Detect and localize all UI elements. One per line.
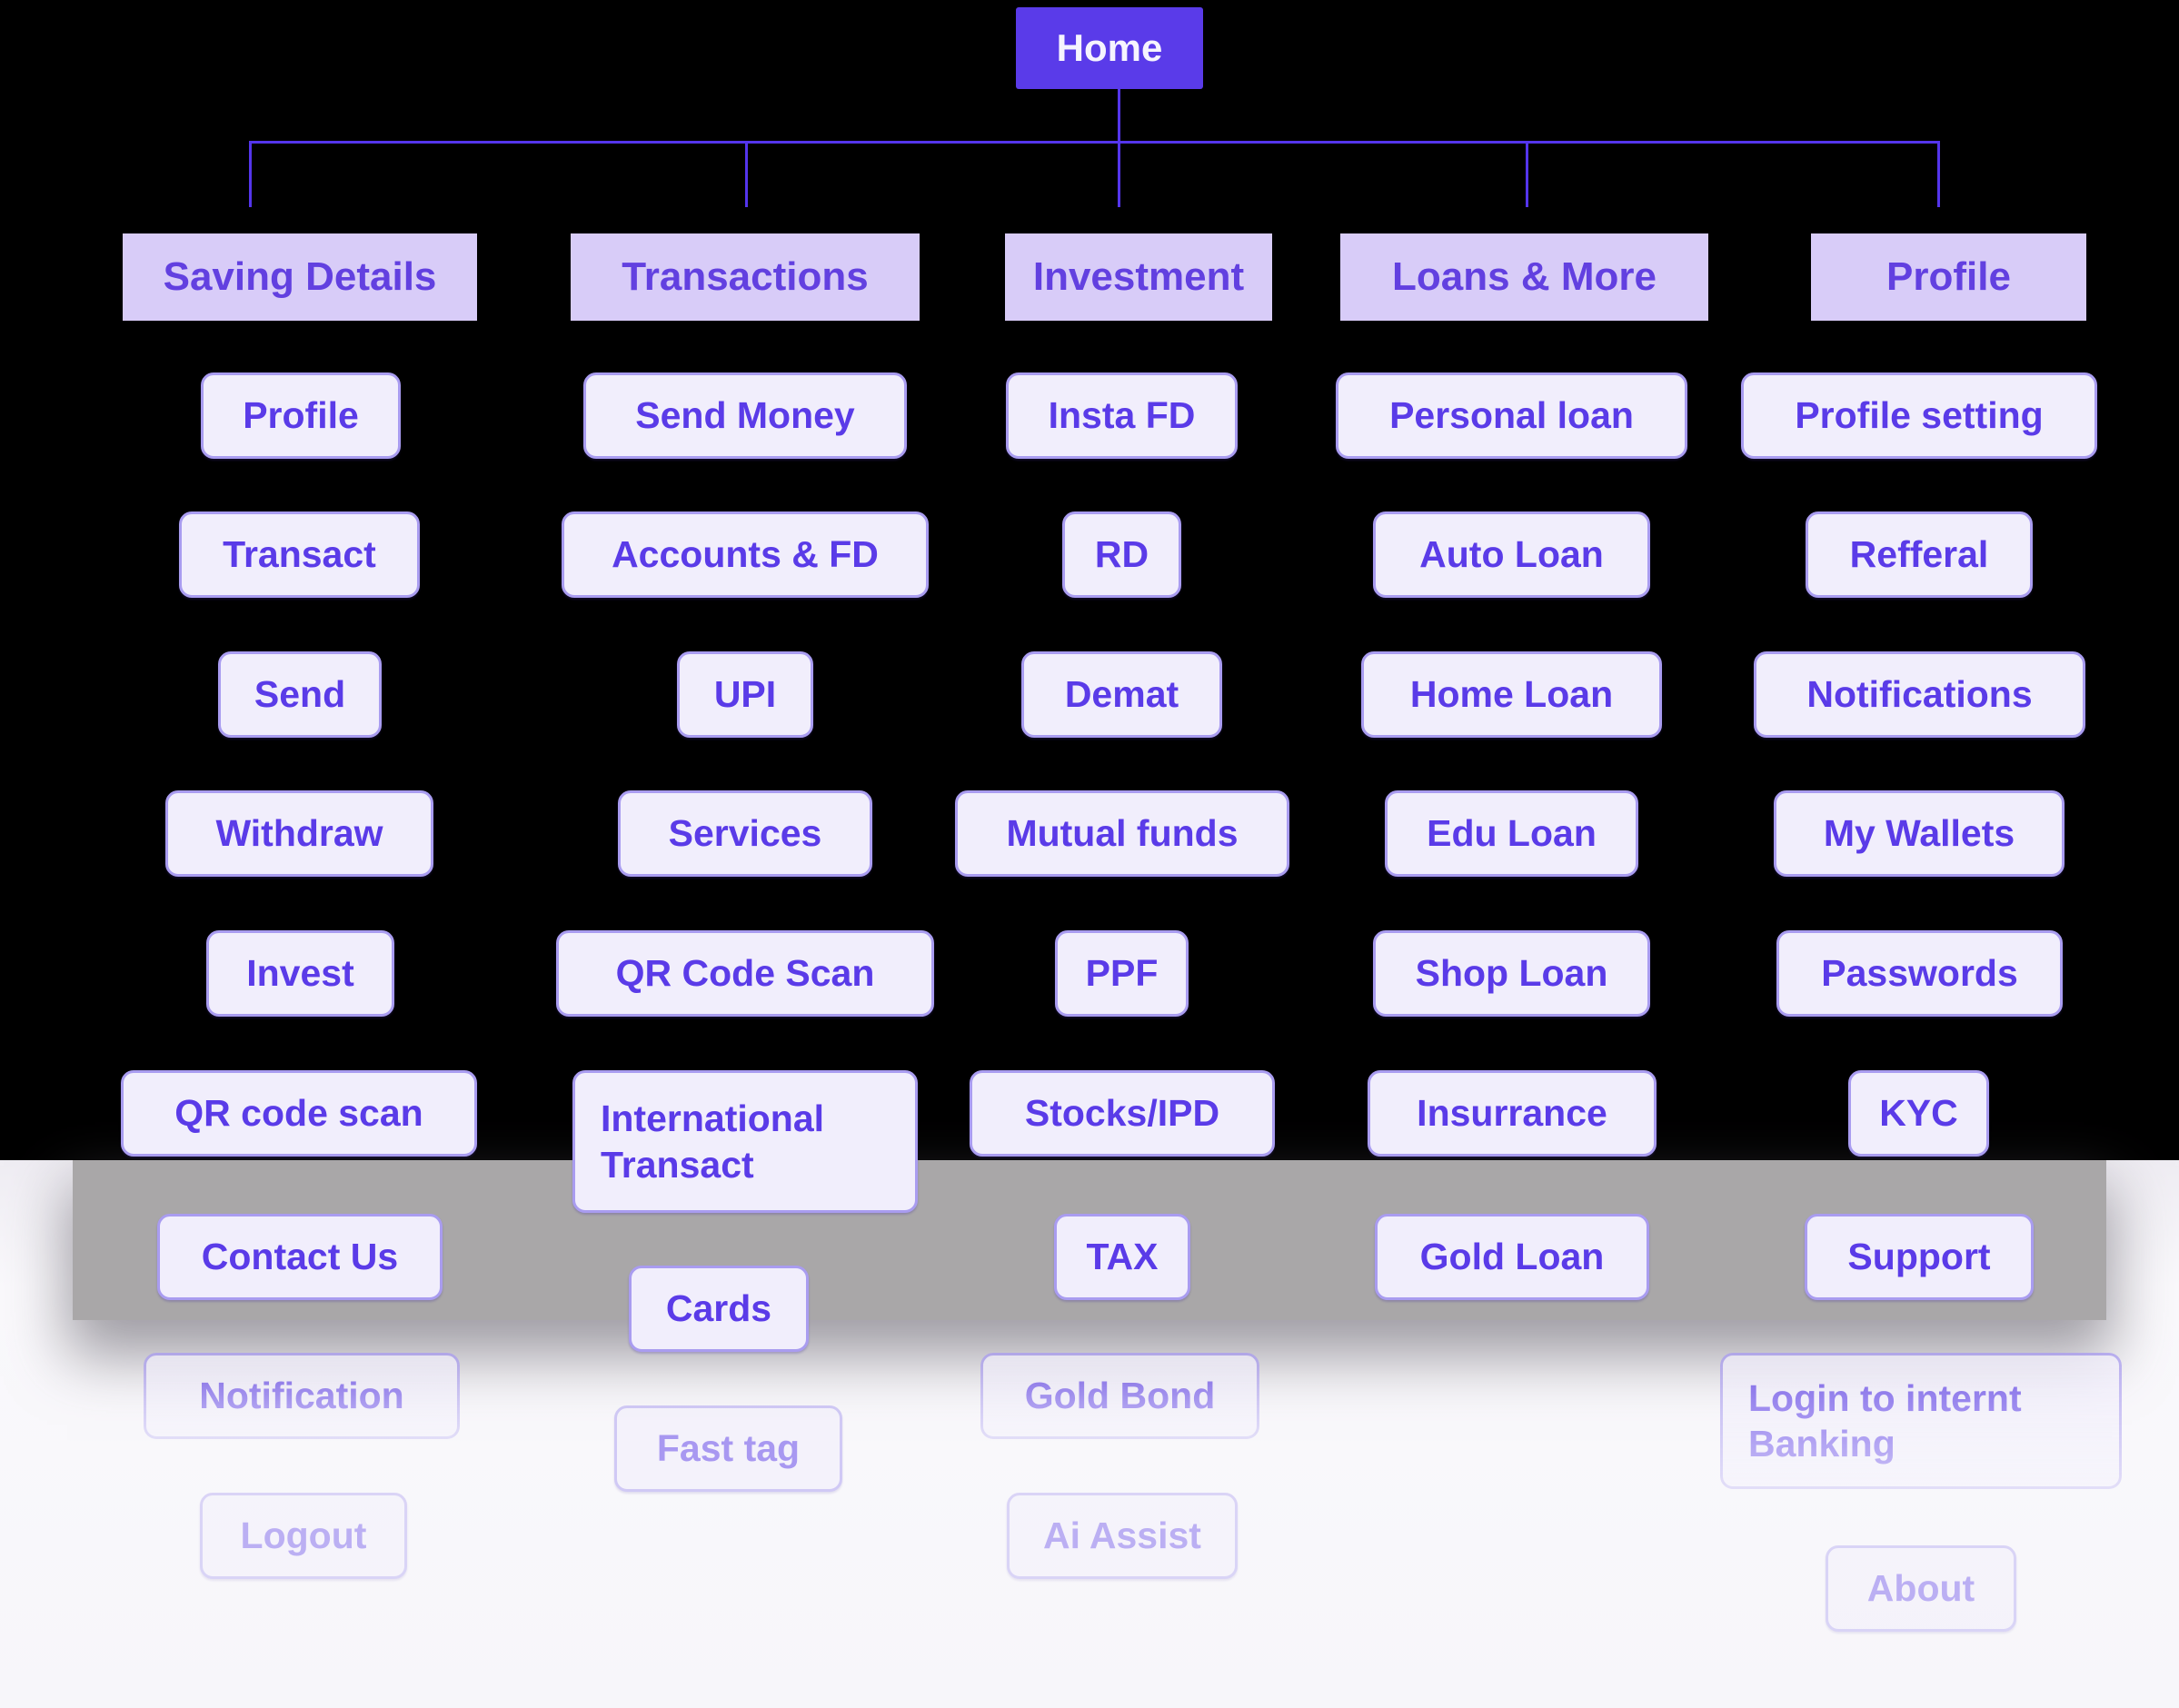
node-pf-notifications[interactable]: Notifications <box>1754 651 2085 738</box>
node-inv-gold-bond[interactable]: Gold Bond <box>980 1353 1259 1439</box>
node-pf-kyc[interactable]: KYC <box>1848 1070 1989 1157</box>
node-ln-edu-loan[interactable]: Edu Loan <box>1385 790 1638 877</box>
node-inv-demat[interactable]: Demat <box>1021 651 1222 738</box>
node-ln-insurrance[interactable]: Insurrance <box>1368 1070 1657 1157</box>
connector-drop-investment <box>1118 141 1120 207</box>
connector-drop-profile <box>1937 141 1940 207</box>
node-tx-accounts-fd[interactable]: Accounts & FD <box>562 511 929 598</box>
node-pf-refferal[interactable]: Refferal <box>1806 511 2033 598</box>
node-tx-qr-code-scan[interactable]: QR Code Scan <box>556 930 934 1017</box>
node-tx-upi[interactable]: UPI <box>677 651 813 738</box>
connector-drop-saving-details <box>249 141 252 207</box>
node-pf-login-internet-banking[interactable]: Login to internt Banking <box>1720 1353 2122 1489</box>
node-ln-personal-loan[interactable]: Personal loan <box>1336 372 1687 459</box>
node-sd-logout[interactable]: Logout <box>200 1493 407 1579</box>
node-tx-cards[interactable]: Cards <box>629 1266 809 1352</box>
category-investment[interactable]: Investment <box>1005 233 1272 321</box>
node-inv-mutual-funds[interactable]: Mutual funds <box>955 790 1289 877</box>
node-sd-qr-code-scan[interactable]: QR code scan <box>121 1070 477 1157</box>
node-inv-ppf[interactable]: PPF <box>1055 930 1189 1017</box>
node-ln-gold-loan[interactable]: Gold Loan <box>1375 1214 1649 1300</box>
category-profile[interactable]: Profile <box>1811 233 2086 321</box>
connector-drop-transactions <box>745 141 748 207</box>
node-tx-send-money[interactable]: Send Money <box>583 372 907 459</box>
node-pf-about[interactable]: About <box>1826 1545 2016 1632</box>
node-inv-rd[interactable]: RD <box>1062 511 1181 598</box>
node-pf-passwords[interactable]: Passwords <box>1776 930 2063 1017</box>
node-tx-services[interactable]: Services <box>618 790 872 877</box>
category-saving-details[interactable]: Saving Details <box>123 233 477 321</box>
node-sd-send[interactable]: Send <box>218 651 382 738</box>
node-sd-profile[interactable]: Profile <box>201 372 401 459</box>
connector-home-stem <box>1118 89 1120 144</box>
category-loans-more[interactable]: Loans & More <box>1340 233 1708 321</box>
node-sd-contact-us[interactable]: Contact Us <box>157 1214 443 1300</box>
node-home[interactable]: Home <box>1016 7 1203 89</box>
node-pf-support[interactable]: Support <box>1805 1214 2034 1300</box>
node-pf-my-wallets[interactable]: My Wallets <box>1774 790 2065 877</box>
category-transactions[interactable]: Transactions <box>571 233 920 321</box>
connector-drop-loans-more <box>1526 141 1528 207</box>
connector-horizontal <box>249 141 1940 144</box>
node-ln-home-loan[interactable]: Home Loan <box>1361 651 1662 738</box>
node-inv-insta-fd[interactable]: Insta FD <box>1006 372 1238 459</box>
node-pf-profile-setting[interactable]: Profile setting <box>1741 372 2097 459</box>
node-inv-tax[interactable]: TAX <box>1054 1214 1190 1300</box>
node-tx-fast-tag[interactable]: Fast tag <box>614 1405 842 1492</box>
node-sd-withdraw[interactable]: Withdraw <box>165 790 433 877</box>
node-inv-stocks-ipd[interactable]: Stocks/IPD <box>970 1070 1275 1157</box>
node-sd-transact[interactable]: Transact <box>179 511 420 598</box>
node-sd-invest[interactable]: Invest <box>206 930 394 1017</box>
node-inv-ai-assist[interactable]: Ai Assist <box>1007 1493 1238 1579</box>
node-tx-international-transact[interactable]: International Transact <box>572 1070 918 1213</box>
node-ln-auto-loan[interactable]: Auto Loan <box>1373 511 1650 598</box>
node-sd-notification[interactable]: Notification <box>144 1353 460 1439</box>
node-ln-shop-loan[interactable]: Shop Loan <box>1373 930 1650 1017</box>
